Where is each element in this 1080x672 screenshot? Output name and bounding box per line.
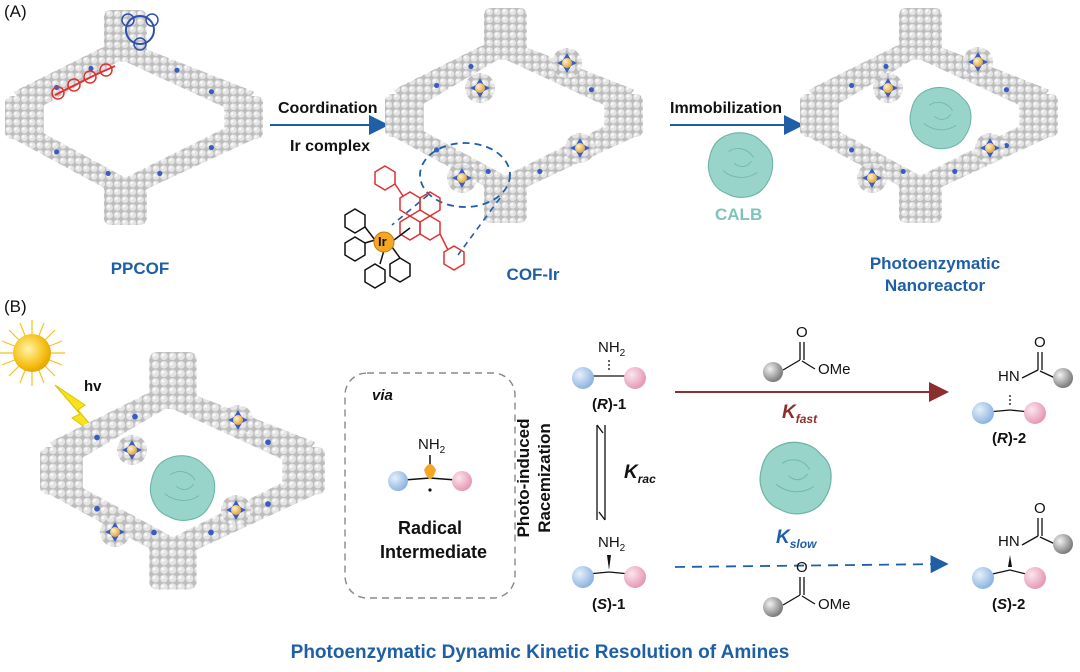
r1-label: (R)-1 <box>592 396 626 413</box>
paren-open: ( <box>992 430 997 447</box>
ppcof-linker-icon <box>51 13 159 100</box>
k-slow-subscript: slow <box>789 536 817 551</box>
radical-amine-label: NH2 <box>418 436 445 456</box>
nh-text: NH <box>598 339 620 356</box>
k-symbol: K <box>782 402 796 423</box>
compound-number: )-1 <box>607 396 627 413</box>
compound-number: )-2 <box>1007 430 1027 447</box>
racemization-line1: Photo-induced <box>514 418 533 538</box>
radical-line1: Radical <box>397 518 463 538</box>
r-descriptor: R <box>597 396 608 413</box>
nh-text: NH <box>598 534 620 551</box>
r2-o-label: O <box>1034 334 1046 351</box>
ester-top-ome-label: OMe <box>818 361 851 378</box>
sun-icon <box>0 320 65 386</box>
ir-site-icon <box>465 73 495 103</box>
radical-molecule-icon <box>388 455 472 492</box>
calb-enzyme-icon <box>759 441 832 515</box>
ester-bottom-ome-label: OMe <box>818 596 851 613</box>
racemization-line2: Racemization <box>535 423 554 533</box>
s1-label: (S)-1 <box>592 596 625 613</box>
calb-label: CALB <box>715 205 763 224</box>
s2-hn-label: HN <box>998 533 1020 550</box>
cof-ir-label: COF-Ir <box>506 265 560 284</box>
ppcof-label: PPCOF <box>110 259 170 278</box>
racemization-equilibrium-arrows <box>596 424 606 521</box>
via-label: via <box>372 387 393 404</box>
radical-intermediate-box <box>344 372 516 599</box>
ir-site-icon <box>221 495 251 525</box>
s1-amine-label: NH2 <box>598 534 625 554</box>
k-symbol: K <box>624 462 638 483</box>
nh-subscript: 2 <box>439 445 446 456</box>
r1-molecule-icon <box>572 360 646 389</box>
footer-title: Photoenzymatic Dynamic Kinetic Resolutio… <box>290 642 790 663</box>
s2-o-label: O <box>1034 500 1046 517</box>
ir-site-icon <box>873 73 903 103</box>
coordination-label: Coordination <box>278 100 378 117</box>
iridium-atom-icon <box>373 231 395 253</box>
immobilization-label: Immobilization <box>670 100 782 117</box>
slow-acylation-arrow <box>674 555 949 574</box>
panel-b-label: (B) <box>4 297 27 316</box>
radical-line2: Intermediate <box>380 542 488 562</box>
zoom-circle <box>419 142 511 208</box>
iridium-complex-icon <box>344 165 465 289</box>
r2-hn-label: HN <box>998 368 1020 385</box>
r1-amine-label: NH2 <box>598 339 625 359</box>
k-rac-label: Krac <box>624 462 656 486</box>
hv-label: hv <box>84 378 102 395</box>
nh-subscript: 2 <box>619 348 626 359</box>
ester-bottom-o-label: O <box>796 559 808 576</box>
k-slow-label: Kslow <box>776 527 816 551</box>
paren-open: ( <box>992 596 997 613</box>
ir-site-icon <box>447 163 477 193</box>
radical-intermediate-label: Radical Intermediate <box>380 516 488 564</box>
cof-ir-framework-icon <box>385 8 643 223</box>
iridium-atom-label: Ir <box>378 234 387 249</box>
k-rac-subscript: rac <box>637 471 656 486</box>
nanoreactor-label-line1: Photoenzymatic <box>869 254 1001 273</box>
ester-top-icon <box>763 342 816 382</box>
calb-in-pore-icon <box>909 86 972 150</box>
racemization-label: Photo-induced Racemization <box>513 398 555 558</box>
r2-label: (R)-2 <box>992 430 1026 447</box>
ir-site-icon <box>975 133 1005 163</box>
s-descriptor: S <box>997 596 1008 613</box>
ir-site-icon <box>857 163 887 193</box>
ir-site-icon <box>117 435 147 465</box>
nh-subscript: 2 <box>619 543 626 554</box>
k-fast-subscript: fast <box>795 411 818 426</box>
k-fast-label: Kfast <box>782 402 817 426</box>
panel-a-label: (A) <box>4 2 27 21</box>
ir-site-icon <box>100 517 130 547</box>
r2-product-icon <box>972 352 1073 424</box>
calb-in-pore-icon <box>149 455 216 521</box>
ir-site-icon <box>565 133 595 163</box>
nh-text: NH <box>418 436 440 453</box>
s1-molecule-icon <box>572 555 646 588</box>
r-descriptor: R <box>997 430 1008 447</box>
ester-top-o-label: O <box>796 324 808 341</box>
calb-enzyme-icon <box>707 132 774 198</box>
nanoreactor-label-line2: Nanoreactor <box>884 276 986 295</box>
s2-product-icon <box>972 518 1073 589</box>
ir-site-icon <box>963 47 993 77</box>
s-descriptor: S <box>597 596 608 613</box>
paren-open: ( <box>592 396 597 413</box>
ester-bottom-icon <box>763 577 816 617</box>
k-symbol: K <box>776 527 790 548</box>
compound-number: )-1 <box>607 596 626 613</box>
compound-number: )-2 <box>1007 596 1026 613</box>
ir-site-icon <box>552 48 582 78</box>
nanoreactor-label: Photoenzymatic Nanoreactor <box>860 253 1010 297</box>
paren-open: ( <box>592 596 597 613</box>
ir-complex-label: Ir complex <box>290 138 371 155</box>
s2-label: (S)-2 <box>992 596 1025 613</box>
ir-site-icon <box>223 405 253 435</box>
